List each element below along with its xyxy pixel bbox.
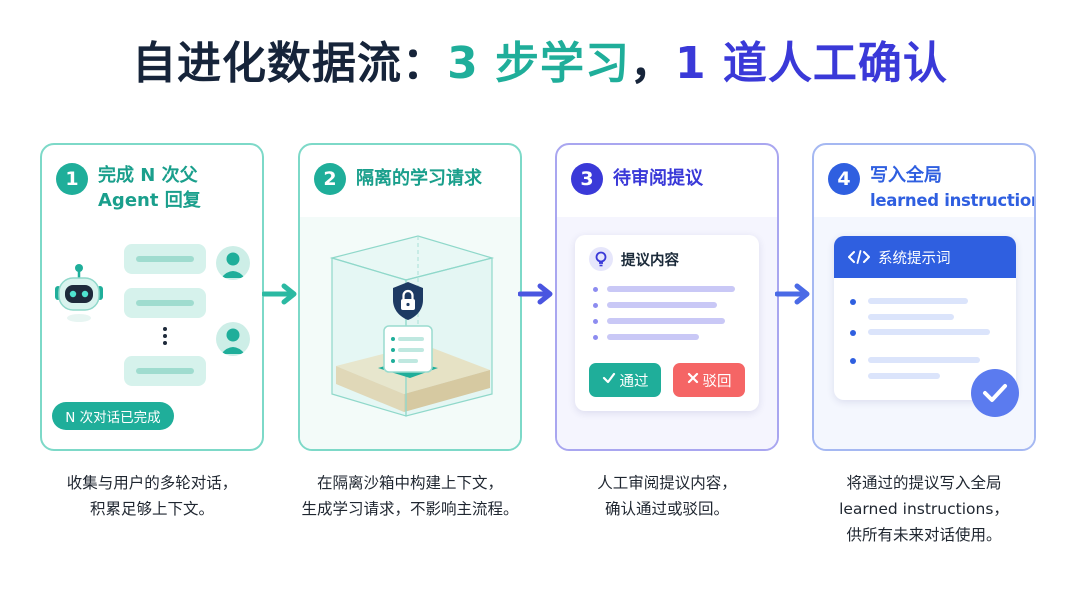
proposal-card: 提议内容 通过 驳回 [575, 235, 759, 411]
prompt-line [868, 298, 968, 304]
reject-button[interactable]: 驳回 [673, 363, 745, 397]
vertical-dots-icon [162, 326, 168, 346]
prompt-line [868, 373, 940, 379]
title-part-3: ， [630, 38, 675, 89]
proposal-card-title: 提议内容 [621, 253, 679, 269]
bullet-dot [593, 303, 598, 308]
step-description-1-line-2: 积累足够上下文。 [89, 500, 214, 518]
step-title-1: 完成 N 次父 Agent 回复 [98, 163, 201, 213]
step-description-2-line-2: 生成学习请求，不影响主流程。 [301, 500, 519, 518]
step-number-3: 3 [571, 163, 603, 195]
proposal-line [607, 334, 699, 340]
step-header-3: 3 待审阅提议 [571, 163, 771, 195]
proposal-line [607, 302, 717, 308]
step-description-4-line-3: 供所有未来对话使用。 [846, 526, 1002, 544]
step-title-4-line-1: 写入全局 [870, 165, 942, 186]
chat-line [136, 300, 194, 306]
arrow-right-icon [261, 283, 300, 309]
step-number-2: 2 [314, 163, 346, 195]
x-icon [687, 372, 699, 388]
reject-label: 驳回 [702, 373, 732, 390]
system-prompt-header: 系统提示词 [834, 236, 1016, 278]
prompt-line [868, 357, 980, 363]
step-title-1-line-2: Agent 回复 [98, 190, 201, 211]
title-part-2: 3 步学习 [447, 38, 630, 89]
approve-button[interactable]: 通过 [589, 363, 661, 397]
prompt-line [868, 329, 990, 335]
title-part-1: 自进化数据流： [132, 38, 448, 89]
step-title-1-line-1: 完成 N 次父 [98, 165, 198, 186]
step-title-2-line-1: 隔离的学习请求 [356, 168, 482, 189]
chat-line [136, 368, 194, 374]
code-icon [848, 250, 870, 264]
step-title-3-line-1: 待审阅提议 [613, 168, 703, 189]
arrow-right-icon [517, 283, 556, 309]
user-icon [216, 322, 250, 356]
shield-lock-icon [390, 280, 426, 322]
user-icon [216, 246, 250, 280]
bullet-dot [593, 287, 598, 292]
page-title: 自进化数据流：3 步学习，1 道人工确认 [0, 34, 1080, 94]
bullet-dot [850, 358, 856, 364]
step-description-3: 人工审阅提议内容， 确认通过或驳回。 [547, 470, 787, 522]
step-title-4-line-2: learned instructions [870, 191, 1036, 210]
system-prompt-card: 系统提示词 [834, 236, 1016, 400]
proposal-line [607, 318, 725, 324]
step-description-1-line-1: 收集与用户的多轮对话， [66, 474, 238, 492]
step-header-1: 1 完成 N 次父 Agent 回复 [56, 163, 256, 213]
chat-line [136, 256, 194, 262]
step-title-2: 隔离的学习请求 [356, 163, 482, 191]
step-header-2: 2 隔离的学习请求 [314, 163, 514, 195]
step-description-2-line-1: 在隔离沙箱中构建上下文， [316, 474, 503, 492]
step-description-3-line-2: 确认通过或驳回。 [604, 500, 729, 518]
prompt-line [868, 314, 954, 320]
step-number-4: 4 [828, 163, 860, 195]
system-prompt-title: 系统提示词 [878, 250, 951, 267]
step-description-2: 在隔离沙箱中构建上下文， 生成学习请求，不影响主流程。 [290, 470, 530, 522]
arrow-right-icon [774, 283, 813, 309]
bullet-dot [850, 330, 856, 336]
check-icon [602, 372, 616, 388]
completion-badge: N 次对话已完成 [52, 402, 174, 430]
approve-label: 通过 [619, 373, 649, 390]
sandbox-cube-icon [322, 228, 502, 424]
title-part-4: 1 道人工确认 [675, 38, 948, 89]
step-description-3-line-1: 人工审阅提议内容， [597, 474, 737, 492]
bullet-dot [850, 299, 856, 305]
robot-icon [52, 262, 106, 326]
bullet-dot [593, 335, 598, 340]
check-circle-icon [970, 368, 1020, 418]
step-description-4: 将通过的提议写入全局 learned instructions， 供所有未来对话… [804, 470, 1044, 548]
step-description-1: 收集与用户的多轮对话， 积累足够上下文。 [32, 470, 272, 522]
step-description-4-line-2: learned instructions， [839, 500, 1009, 518]
step-header-4: 4 写入全局 learned instructions [828, 163, 1034, 213]
lightbulb-icon [589, 247, 613, 271]
proposal-line [607, 286, 735, 292]
step-title-4: 写入全局 learned instructions [870, 163, 1036, 213]
step-number-1: 1 [56, 163, 88, 195]
step-card-2: 2 隔离的学习请求 [298, 143, 522, 451]
step-title-3: 待审阅提议 [613, 163, 703, 191]
step-description-4-line-1: 将通过的提议写入全局 [846, 474, 1002, 492]
bullet-dot [593, 319, 598, 324]
